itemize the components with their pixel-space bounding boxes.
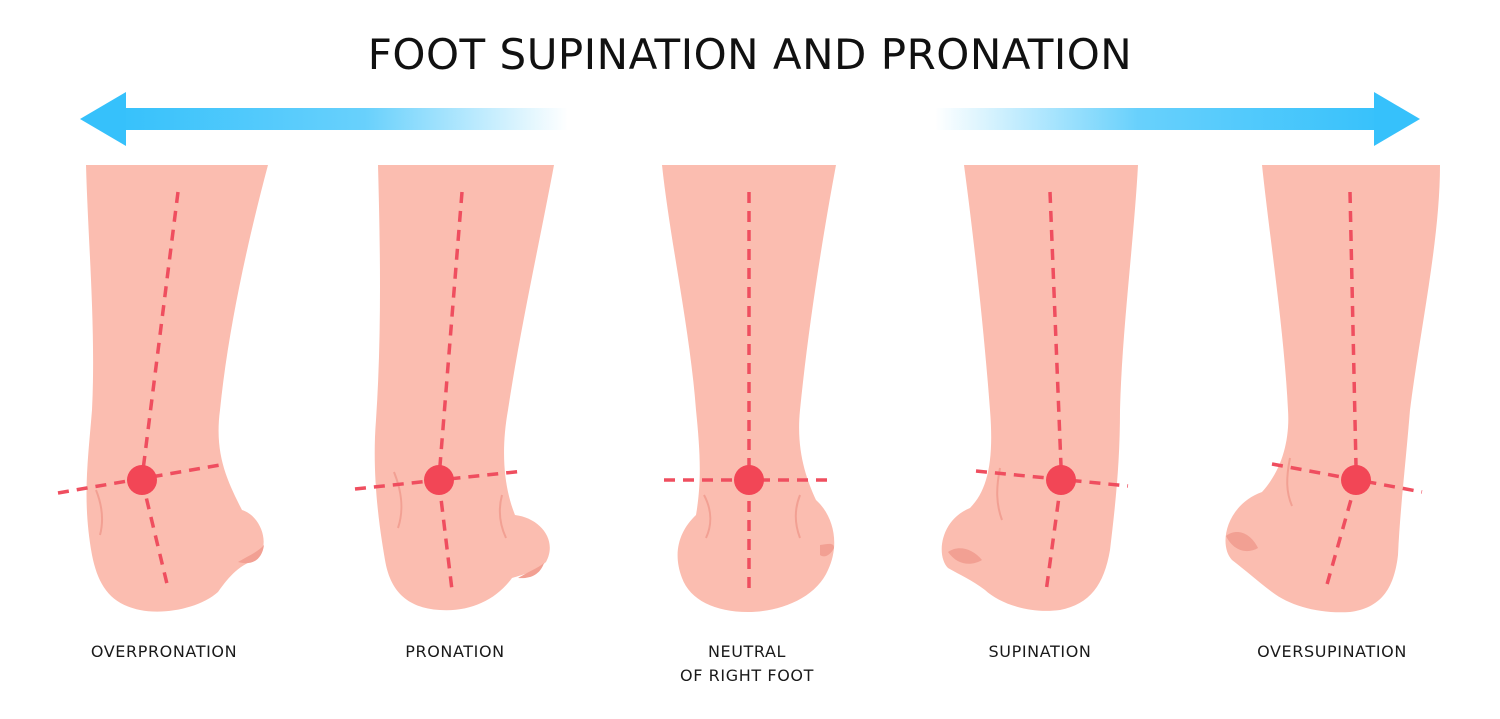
label-line: OF RIGHT FOOT bbox=[680, 666, 814, 685]
leg-axis-line bbox=[437, 191, 464, 479]
label-line: NEUTRAL bbox=[707, 642, 787, 661]
right-arrow-icon bbox=[935, 92, 1420, 146]
leg-axis-line bbox=[1348, 191, 1358, 467]
diagram-title: FOOT SUPINATION AND PRONATION bbox=[367, 30, 1133, 79]
ankle-marker-icon bbox=[127, 465, 157, 495]
ankle-marker-icon bbox=[424, 465, 454, 495]
foot-overpronation bbox=[57, 165, 268, 612]
ankle-marker-icon bbox=[734, 465, 764, 495]
label-pronation: PRONATION bbox=[335, 640, 575, 664]
foot-supination bbox=[941, 165, 1138, 611]
ankle-marker-icon bbox=[1046, 465, 1076, 495]
foot-neutral bbox=[662, 165, 836, 612]
foot-oversupination bbox=[1225, 165, 1440, 613]
label-line: OVERPRONATION bbox=[90, 642, 238, 661]
leg-axis-line bbox=[1048, 191, 1063, 467]
ankle-marker-icon bbox=[1341, 465, 1371, 495]
left-arrow-icon bbox=[80, 92, 568, 146]
label-line: PRONATION bbox=[405, 642, 505, 661]
foot-pronation bbox=[354, 165, 554, 611]
label-supination: SUPINATION bbox=[920, 640, 1160, 664]
label-line: OVERSUPINATION bbox=[1257, 642, 1407, 661]
label-overpronation: OVERPRONATION bbox=[44, 640, 284, 664]
label-oversupination: OVERSUPINATION bbox=[1212, 640, 1452, 664]
leg-axis-line bbox=[140, 191, 180, 479]
label-line: SUPINATION bbox=[988, 642, 1092, 661]
label-neutral: NEUTRAL OF RIGHT FOOT bbox=[627, 640, 867, 688]
